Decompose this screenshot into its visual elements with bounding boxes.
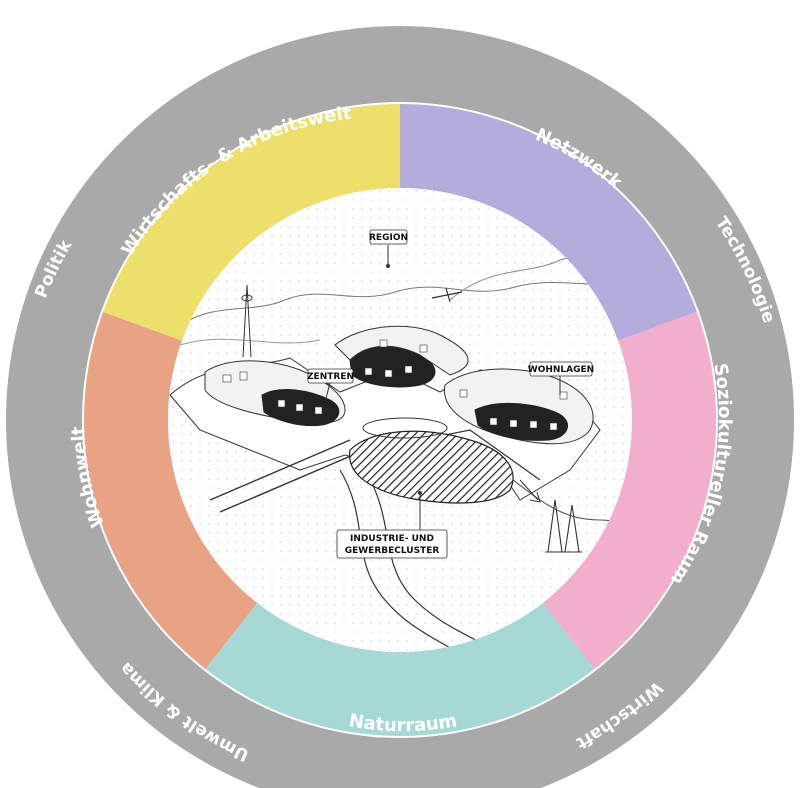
- callout-industrie-line2: GEWERBECLUSTER: [345, 546, 440, 556]
- center-illustration: [168, 188, 632, 652]
- callout-wohnlagen-label: WOHNLAGEN: [528, 365, 594, 375]
- segment-naturraum: [205, 602, 595, 736]
- segment-wohnwelt: [84, 311, 258, 670]
- inner-segments: [84, 104, 716, 736]
- segment-netzwerk: [400, 104, 697, 341]
- callout-wohnlagen: WOHNLAGEN: [528, 361, 594, 395]
- callout-zentren: ZENTREN: [307, 368, 354, 403]
- callout-industrie-line1: INDUSTRIE- UND: [350, 534, 434, 544]
- callout-industrie: INDUSTRIE- UND GEWERBECLUSTER: [336, 491, 448, 559]
- segment-wirtschafts-arbeitswelt: [103, 104, 400, 341]
- callout-region: REGION: [369, 229, 408, 268]
- callout-region-label: REGION: [369, 233, 408, 243]
- callout-zentren-label: ZENTREN: [307, 372, 354, 382]
- segment-soziokultureller-raum: [542, 311, 716, 670]
